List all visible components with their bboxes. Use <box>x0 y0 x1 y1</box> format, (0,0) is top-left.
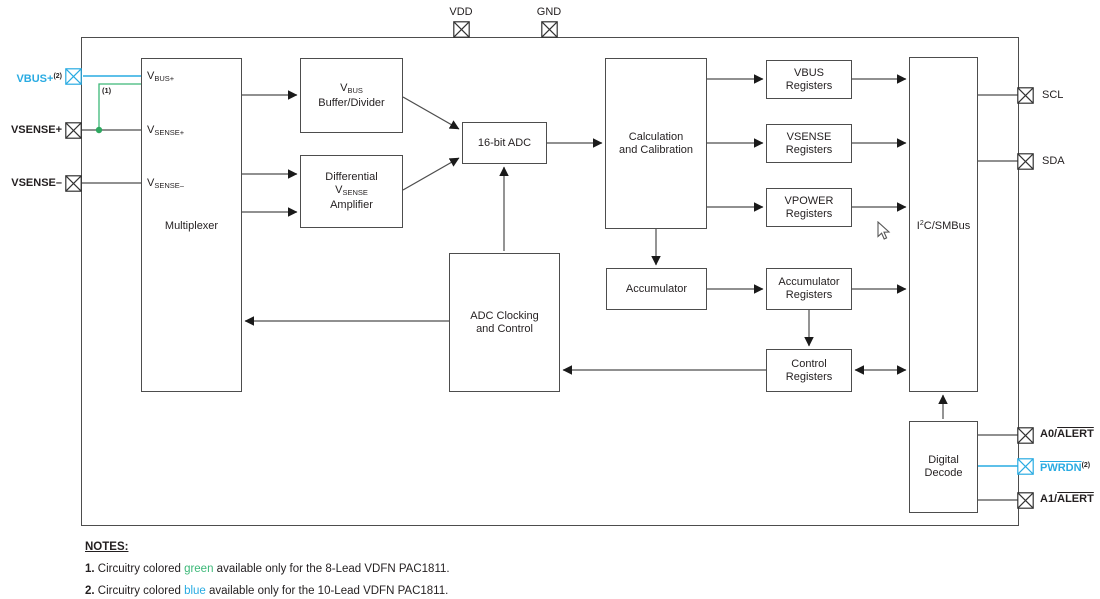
block-vpower-registers: VPOWER Registers <box>766 188 852 227</box>
block-accumulator: Accumulator <box>606 268 707 310</box>
block-calculation-calibration: Calculation and Calibration <box>605 58 707 229</box>
block-adc-clocking-control: ADC Clocking and Control <box>449 253 560 392</box>
block-control-registers: Control Registers <box>766 349 852 392</box>
pin-label-sda: SDA <box>1042 155 1065 167</box>
notes-heading: NOTES: <box>85 541 129 553</box>
block-digital-decode: Digital Decode <box>909 421 978 513</box>
mux-input-vsense-minus: VSENSE– <box>147 177 184 190</box>
block-multiplexer: VBUS+ VSENSE+ VSENSE– Multiplexer <box>141 58 242 392</box>
block-vbus-registers: VBUS Registers <box>766 60 852 99</box>
pin-sda <box>1017 153 1034 170</box>
pin-a0-alert <box>1017 427 1034 444</box>
pin-pwrdn <box>1017 458 1034 475</box>
pin-label-vbus-plus: VBUS+(2) <box>16 73 62 85</box>
multiplexer-label: Multiplexer <box>164 220 219 232</box>
pin-vbus-plus <box>65 68 82 85</box>
note1-reference: (1) <box>102 86 112 95</box>
pin-vsense-plus <box>65 122 82 139</box>
note-1: 1. Circuitry colored green available onl… <box>85 563 450 575</box>
pin-vsense-minus <box>65 175 82 192</box>
block-accumulator-registers: Accumulator Registers <box>766 268 852 310</box>
pin-label-vdd: VDD <box>449 6 473 18</box>
block-vsense-registers: VSENSE Registers <box>766 124 852 163</box>
block-differential-vsense-amplifier: Differential VSENSE Amplifier <box>300 155 403 228</box>
block-vbus-buffer-divider: VBUS Buffer/Divider <box>300 58 403 133</box>
note-2: 2. Circuitry colored blue available only… <box>85 585 449 597</box>
mux-input-vsense-plus: VSENSE+ <box>147 124 185 137</box>
pin-scl <box>1017 87 1034 104</box>
pin-label-vsense-plus: VSENSE+ <box>10 124 62 136</box>
block-i2c-smbus: I2C/SMBus <box>909 57 978 392</box>
pin-label-gnd: GND <box>536 6 562 18</box>
pin-a1-alert <box>1017 492 1034 509</box>
pin-vdd <box>453 21 470 38</box>
pin-label-a0-alert: A0/ALERT <box>1040 428 1094 440</box>
block-16bit-adc: 16-bit ADC <box>462 122 547 164</box>
pin-gnd <box>541 21 558 38</box>
pin-label-pwrdn: PWRDN(2) <box>1040 462 1091 474</box>
notes-section: NOTES: 1. Circuitry colored green availa… <box>85 536 450 599</box>
mux-input-vbus: VBUS+ <box>147 70 175 83</box>
pin-label-scl: SCL <box>1042 89 1064 101</box>
pin-label-vsense-minus: VSENSE– <box>11 177 62 189</box>
pin-label-a1-alert: A1/ALERT <box>1040 493 1094 505</box>
mouse-cursor <box>877 221 891 240</box>
